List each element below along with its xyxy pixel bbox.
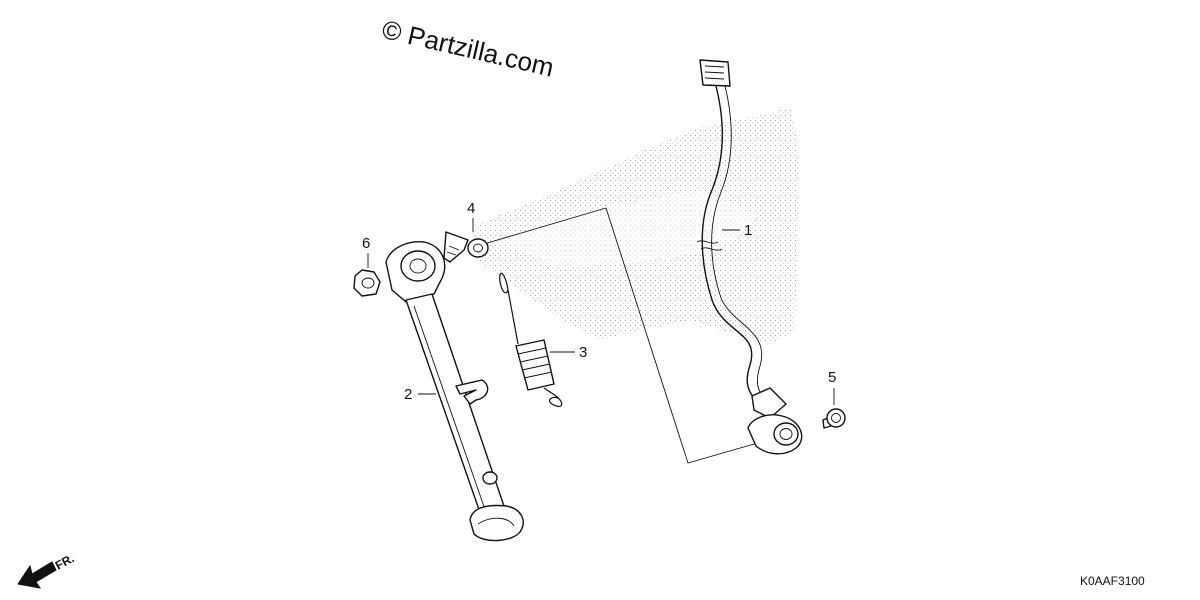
callout-2: 2: [404, 386, 412, 403]
front-indicator-label: FR.: [53, 551, 77, 572]
diagram-code: K0AAF3100: [1080, 574, 1145, 588]
nut-icon[interactable]: [353, 269, 381, 297]
front-direction-arrow-icon: [17, 561, 57, 589]
small-bolt-icon[interactable]: [822, 408, 846, 429]
assembly-guide-line: [483, 207, 769, 464]
callout-3: 3: [579, 344, 587, 361]
callout-4: 4: [467, 200, 475, 217]
sidestand-switch-icon[interactable]: [696, 59, 803, 455]
bolt-icon[interactable]: [443, 231, 489, 263]
callout-6: 6: [362, 235, 370, 252]
spring-icon[interactable]: [499, 272, 563, 408]
callout-1: 1: [744, 222, 752, 239]
sidestand-icon[interactable]: [385, 241, 524, 542]
callout-5: 5: [828, 369, 836, 386]
